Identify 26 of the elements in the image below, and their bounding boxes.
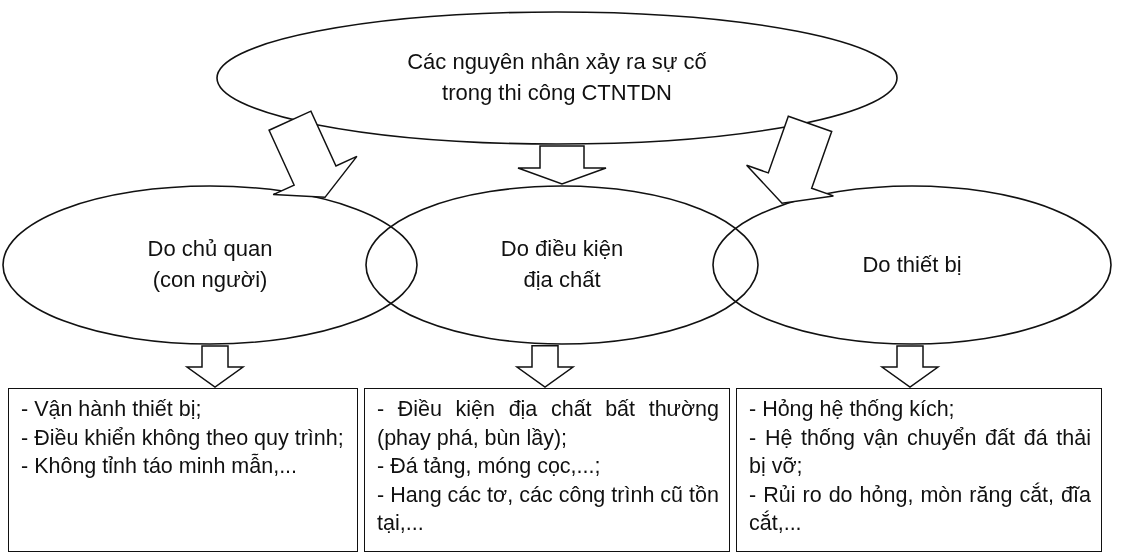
ellipse-node xyxy=(712,185,1112,345)
bullet-text: - Đá tảng, móng cọc,...; xyxy=(377,453,602,481)
bullet-text: - Không tỉnh táo minh mẫn,... xyxy=(21,452,299,481)
block-arrow xyxy=(745,115,835,204)
ellipse-label: Các nguyên nhân xảy ra sự cố trong thi công CTNTDN xyxy=(407,48,707,107)
block-arrow xyxy=(517,145,607,185)
text-box xyxy=(364,388,730,552)
bullet-text: - Hệ thống vận chuyển đất đá thải bị vỡ; xyxy=(749,424,1091,481)
ellipse-node xyxy=(216,11,898,145)
block-arrow xyxy=(879,345,941,388)
bullet-text: - Điều kiện địa chất bất thường (phay phá, bùn lầy); xyxy=(377,396,719,452)
bullet-text: - Rủi ro do hỏng, mòn răng cắt, đĩa cắt,... xyxy=(749,481,1091,538)
ellipse-label: Do thiết bị xyxy=(862,250,962,279)
bullet-text: - Điều khiển không theo quy trình; xyxy=(21,424,345,452)
text-box xyxy=(8,388,358,552)
ellipse-node xyxy=(365,185,759,345)
block-arrow xyxy=(514,344,576,388)
bullet-text: - Hỏng hệ thống kích; xyxy=(749,396,956,423)
bullet-text: - Vận hành thiết bị; xyxy=(21,396,203,423)
block-arrow xyxy=(268,110,358,199)
ellipse-node xyxy=(2,185,418,345)
bullet-text: - Hang các tơ, các công trình cũ tồn tại,... xyxy=(377,481,719,538)
ellipse-label: Do điều kiện địa chất xyxy=(499,235,625,294)
text-box xyxy=(736,388,1102,552)
block-arrow xyxy=(184,345,246,388)
ellipse-label: Do chủ quan (con người) xyxy=(146,235,274,294)
